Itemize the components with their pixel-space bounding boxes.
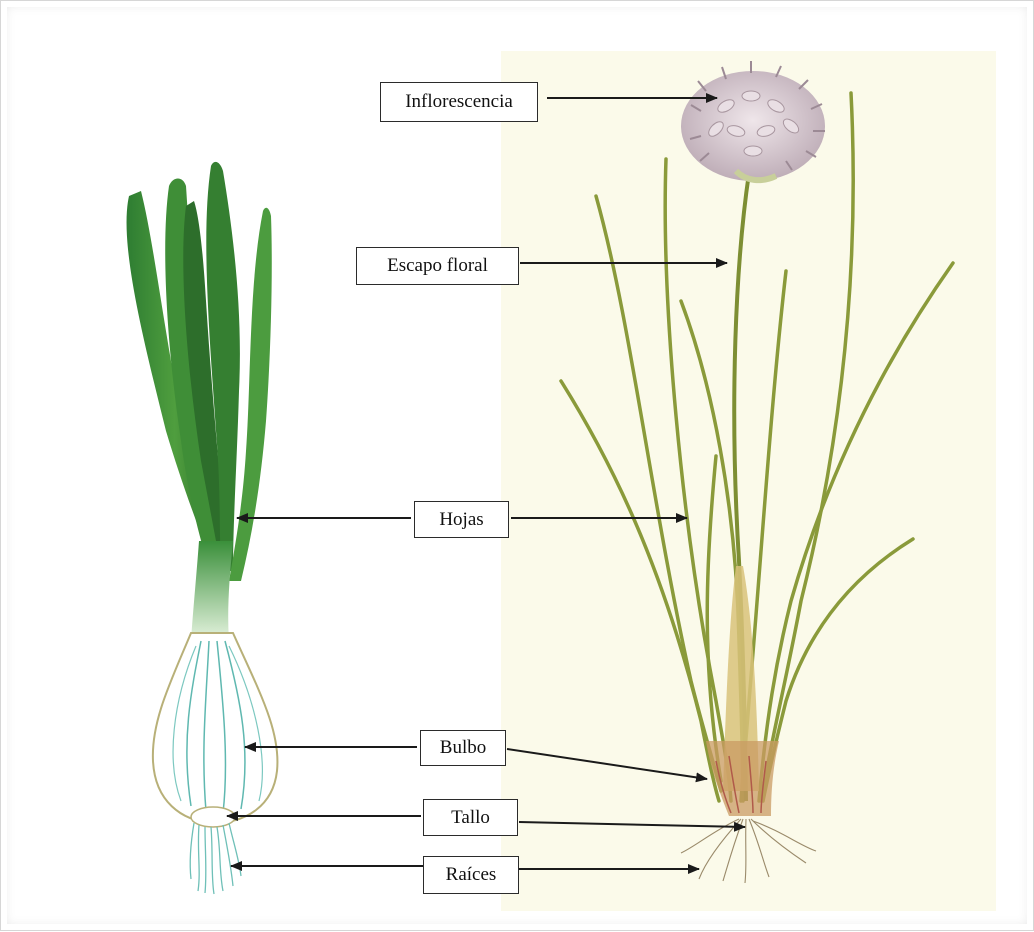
label-tallo: Tallo	[423, 799, 518, 836]
green-onion-illustration	[127, 162, 278, 894]
label-raices: Raíces	[423, 856, 519, 894]
label-inflorescencia: Inflorescencia	[380, 82, 538, 122]
label-escapo-floral: Escapo floral	[356, 247, 519, 285]
label-bulbo: Bulbo	[420, 730, 506, 766]
label-hojas: Hojas	[414, 501, 509, 538]
